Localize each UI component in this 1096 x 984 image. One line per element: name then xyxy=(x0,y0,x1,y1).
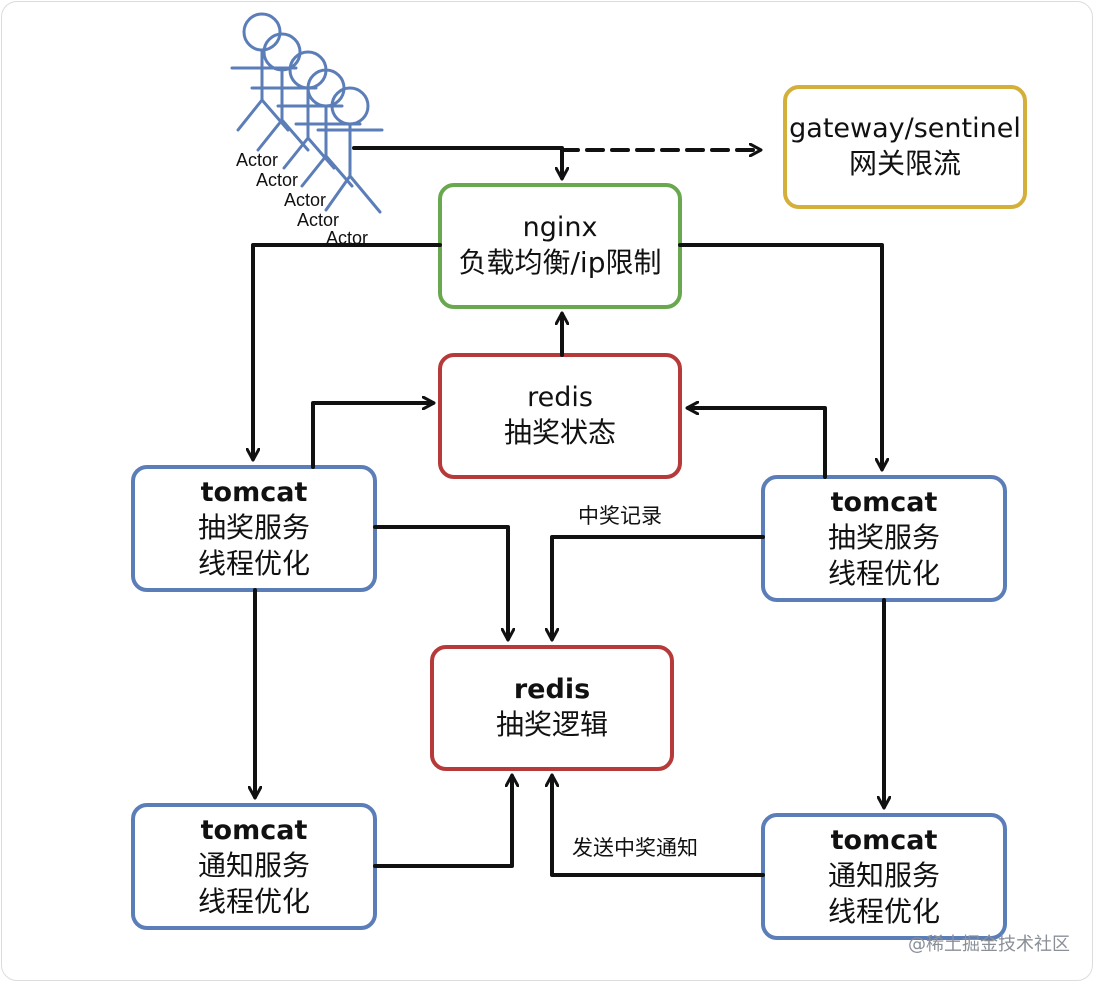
edge-tomcat-right-to-redis-state xyxy=(688,408,827,479)
tomcat-right-lottery-node: tomcat 抽奖服务 线程优化 xyxy=(763,477,1005,600)
actor-label-2: Actor xyxy=(256,170,299,190)
redis-logic-subtitle: 抽奖逻辑 xyxy=(495,708,608,742)
actor-label-3: Actor xyxy=(284,190,327,210)
actor-figure-1 xyxy=(230,12,298,132)
gateway-node: gateway/sentinel 网关限流 xyxy=(785,87,1025,207)
tomcat-left-lottery-optimization: 线程优化 xyxy=(197,547,310,581)
tomcat-right-notify-optimization: 线程优化 xyxy=(827,895,940,929)
edge-tomcat-left-notify-to-redis-logic xyxy=(373,776,512,868)
tomcat-right-notify-title: tomcat xyxy=(830,824,938,856)
redis-state-subtitle: 抽奖状态 xyxy=(503,416,616,450)
tomcat-left-notify-service: 通知服务 xyxy=(197,848,310,882)
edge-tomcat-right-to-redis-logic xyxy=(552,535,765,639)
redis-state-title: redis xyxy=(527,382,593,414)
watermark: @稀土掘金技术社区 xyxy=(908,934,1070,955)
edge-nginx-to-tomcat-right xyxy=(678,243,882,469)
actor-group xyxy=(230,12,384,214)
nginx-title: nginx xyxy=(522,212,598,244)
gateway-title: gateway/sentinel xyxy=(789,113,1021,145)
edge-label-send-notice: 发送中奖通知 xyxy=(572,836,698,860)
gateway-subtitle: 网关限流 xyxy=(848,147,961,181)
tomcat-left-notify-optimization: 线程优化 xyxy=(197,885,310,919)
nginx-subtitle: 负载均衡/ip限制 xyxy=(458,246,662,280)
edge-tomcat-right-notify-to-redis-logic xyxy=(552,776,765,877)
redis-state-node: redis 抽奖状态 xyxy=(440,355,680,477)
tomcat-right-notify-service: 通知服务 xyxy=(827,858,940,892)
redis-logic-box xyxy=(430,645,674,771)
tomcat-left-lottery-service: 抽奖服务 xyxy=(197,510,310,544)
actor-label-5: Actor xyxy=(326,228,369,248)
nginx-node: nginx 负载均衡/ip限制 xyxy=(440,185,680,307)
edge-actors-to-nginx xyxy=(352,146,562,178)
actor-figure-5 xyxy=(316,86,384,214)
tomcat-right-lottery-title: tomcat xyxy=(830,486,938,518)
edge-tomcat-left-to-redis-state xyxy=(311,403,433,469)
tomcat-right-lottery-optimization: 线程优化 xyxy=(827,557,940,591)
tomcat-left-notify-node: tomcat 通知服务 线程优化 xyxy=(133,805,375,928)
tomcat-left-lottery-title: tomcat xyxy=(200,476,308,508)
actor-label-1: Actor xyxy=(236,150,279,170)
tomcat-left-lottery-node: tomcat 抽奖服务 线程优化 xyxy=(133,467,375,590)
gateway-box xyxy=(783,85,1027,209)
redis-logic-title: redis xyxy=(513,674,591,706)
edge-tomcat-left-to-redis-logic xyxy=(373,525,508,639)
tomcat-right-notify-node: tomcat 通知服务 线程优化 xyxy=(763,815,1005,938)
tomcat-left-notify-title: tomcat xyxy=(200,814,308,846)
tomcat-right-lottery-service: 抽奖服务 xyxy=(827,520,940,554)
actor-label-4: Actor xyxy=(297,210,340,230)
edge-label-win-record: 中奖记录 xyxy=(578,504,662,528)
redis-logic-node: redis 抽奖逻辑 xyxy=(432,647,672,769)
edge-nginx-to-tomcat-left xyxy=(253,243,442,459)
